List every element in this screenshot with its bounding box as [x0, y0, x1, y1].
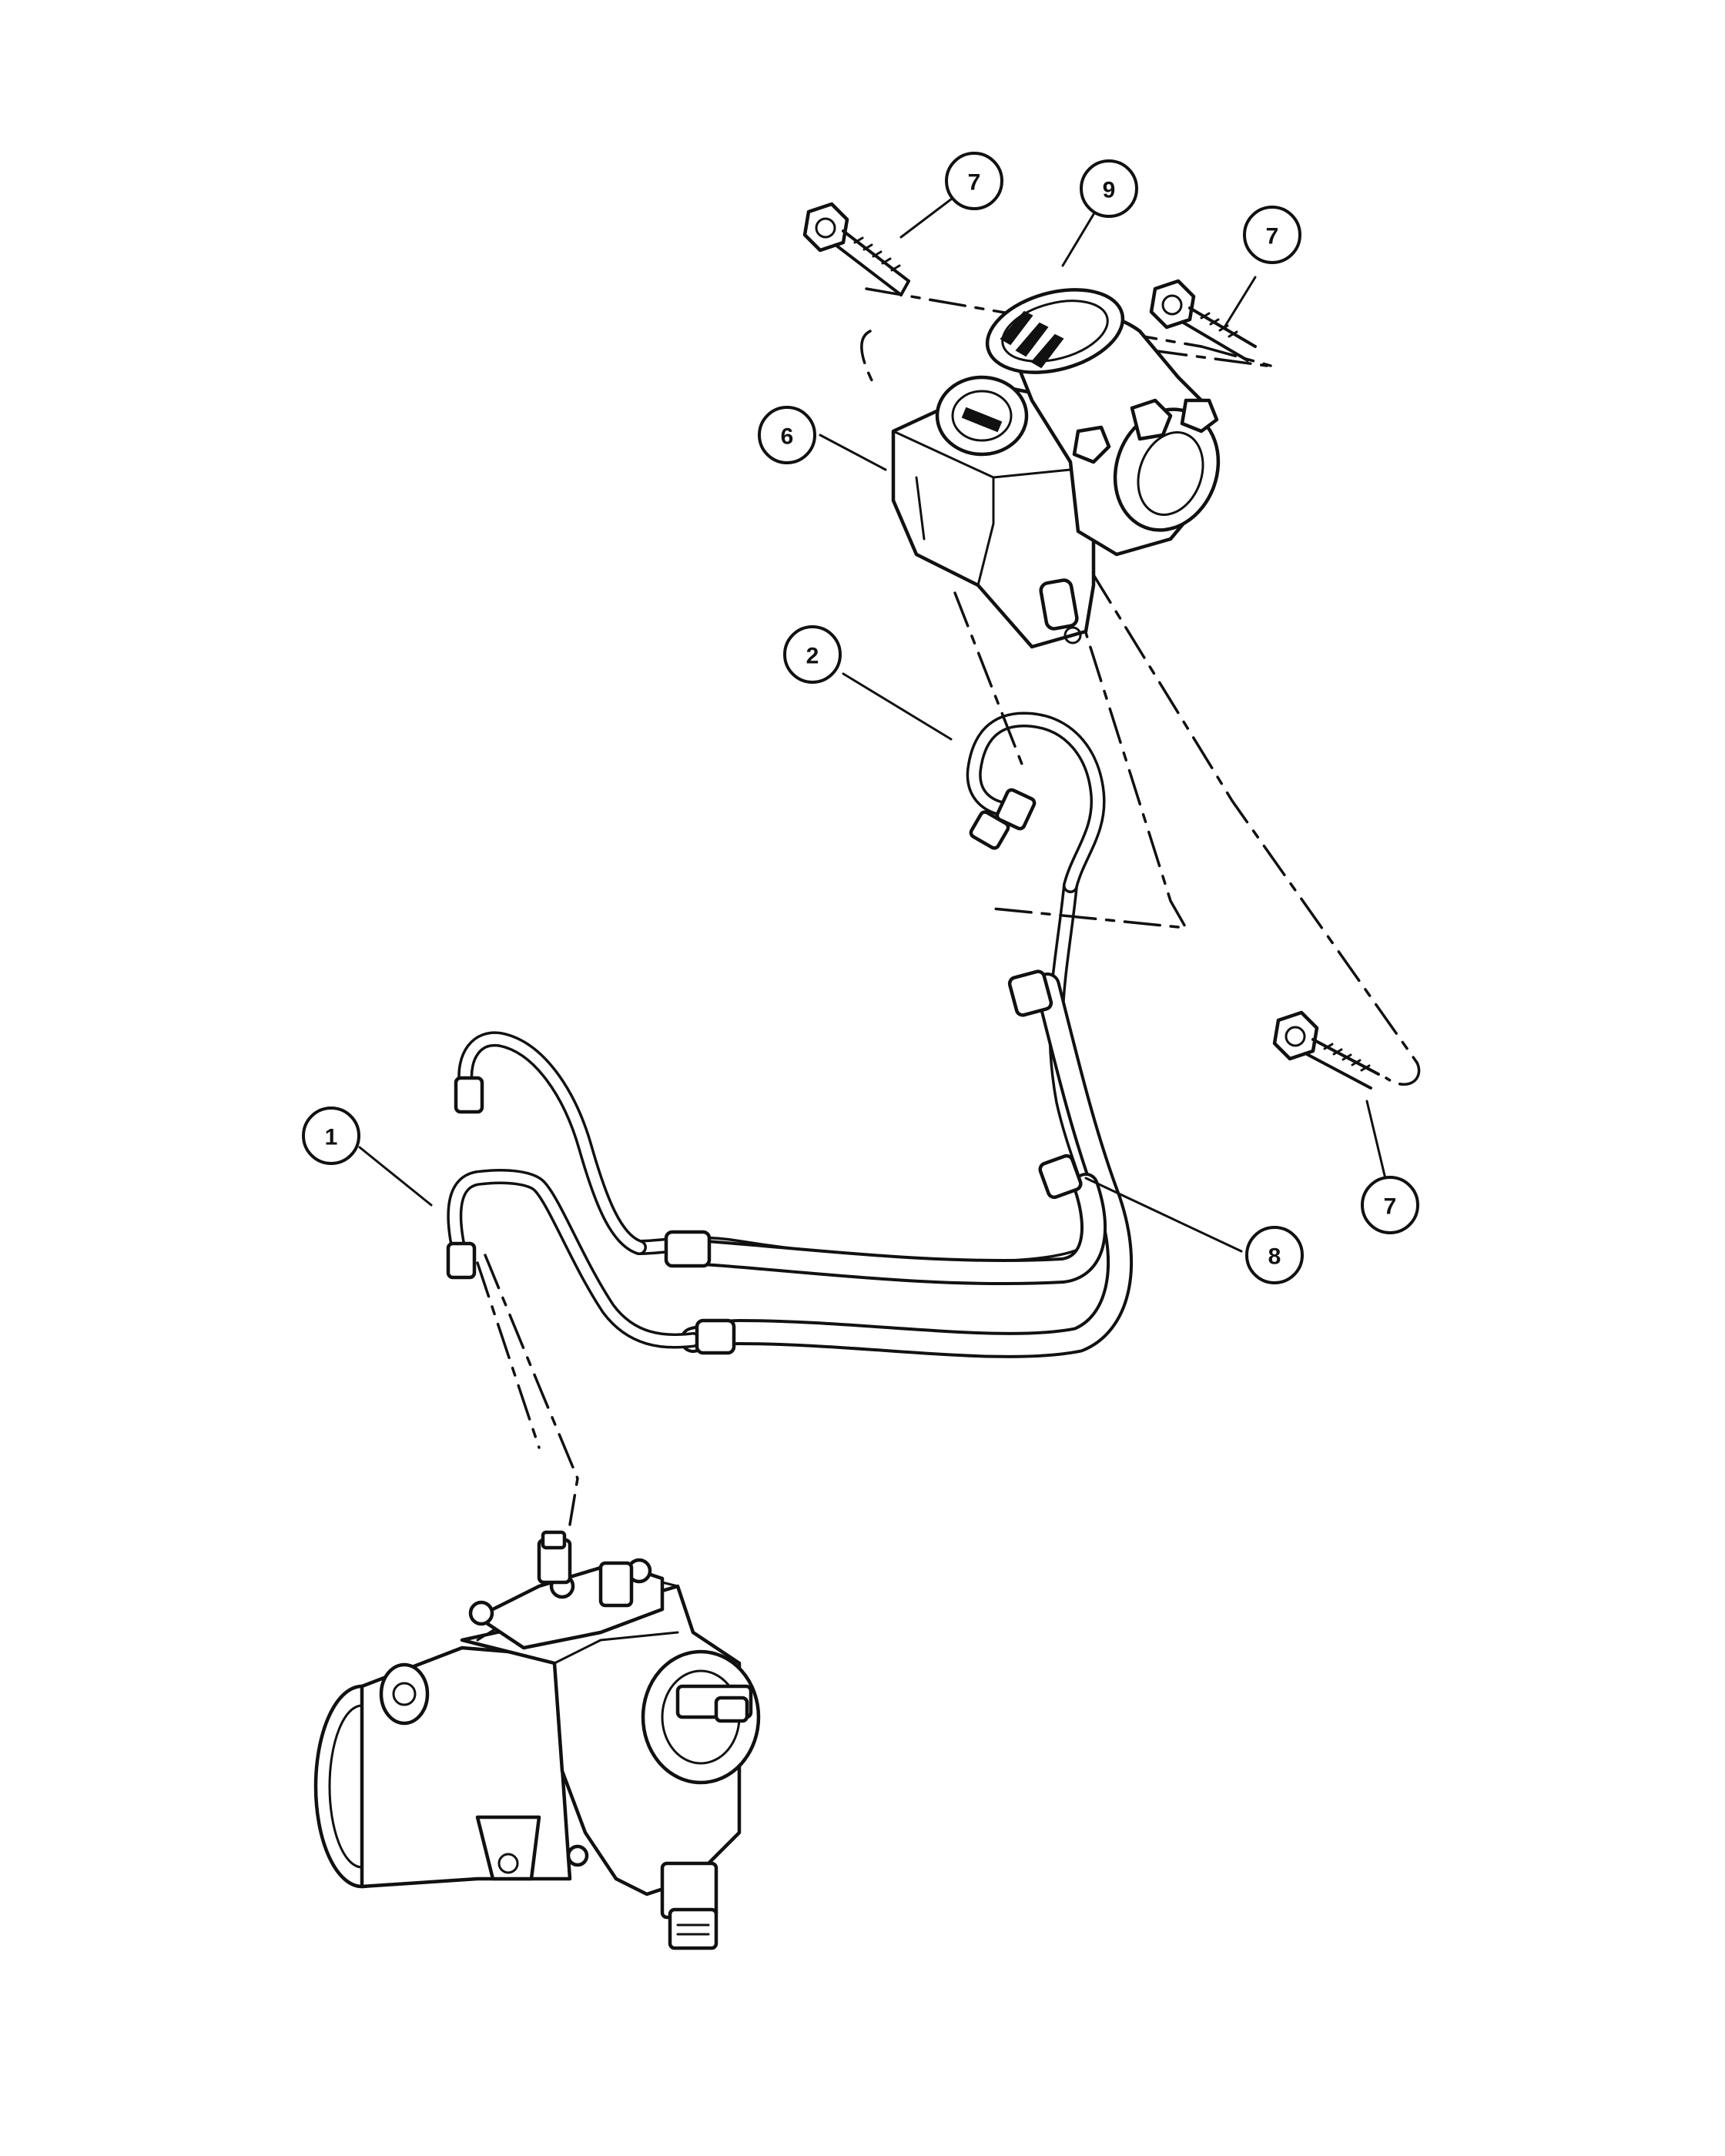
- steering-gear: [313, 1530, 761, 1950]
- mounting-bolt-top-right: [1149, 279, 1257, 362]
- mounting-bolt-lower-right: [1272, 1010, 1380, 1090]
- hose-assembly: [446, 711, 1134, 1358]
- hose-ferrule-lower: [695, 1318, 736, 1355]
- callout-6: 6: [758, 406, 816, 464]
- callout-label: 1: [325, 1125, 338, 1150]
- callout-1: 1: [302, 1106, 360, 1165]
- callout-label: 2: [806, 644, 819, 669]
- callout-label: 9: [1103, 178, 1116, 203]
- callout-2: 2: [783, 625, 842, 684]
- hose-fitting-upper: [1007, 969, 1053, 1017]
- callout-7-top-right: 7: [1243, 206, 1301, 264]
- pressure-tube-nut: [995, 788, 1037, 831]
- callout-label: 8: [1268, 1244, 1281, 1270]
- leader-lines: [358, 195, 1388, 1253]
- callout-7-lower-right: 7: [1361, 1176, 1419, 1234]
- hose-clamp-fitting: [1038, 1153, 1083, 1200]
- callout-9: 9: [1080, 159, 1138, 218]
- gear-line-nut-upper: [454, 1076, 484, 1114]
- callout-label: 7: [1266, 224, 1279, 249]
- mounting-bolt-top-left: [802, 202, 910, 296]
- gear-line-nut-lower: [446, 1241, 477, 1280]
- callout-7-top-left: 7: [945, 152, 1003, 210]
- callout-label: 6: [781, 424, 794, 450]
- callout-label: 7: [1384, 1194, 1397, 1220]
- callout-label: 7: [968, 170, 981, 196]
- pressure-tube-nut-2: [969, 810, 1010, 850]
- callout-8: 8: [1245, 1226, 1304, 1284]
- hose-ferrule-upper: [664, 1230, 712, 1268]
- power-steering-pump: [891, 288, 1221, 649]
